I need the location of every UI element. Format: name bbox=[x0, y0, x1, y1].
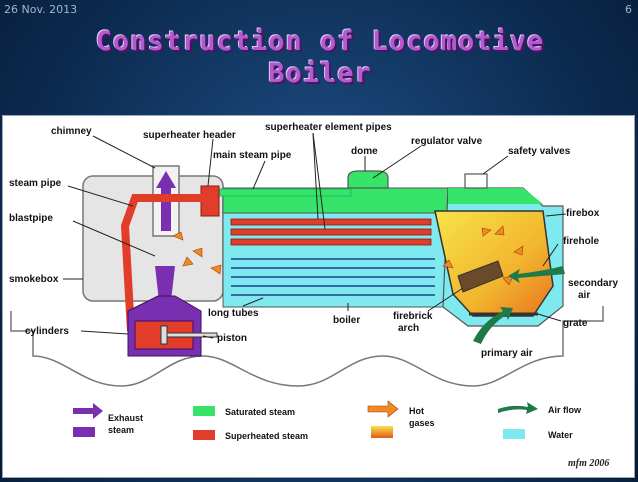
label-grate: grate bbox=[563, 318, 588, 329]
title-line-2: Boiler bbox=[268, 58, 372, 89]
superheater-element-1 bbox=[230, 218, 432, 226]
frame-outline bbox=[10, 306, 604, 387]
leader-lines bbox=[63, 132, 567, 339]
label-regulator-valve: regulator valve bbox=[411, 136, 483, 147]
safety-valves bbox=[464, 173, 488, 189]
title-line-1: Construction of Locomotive bbox=[95, 26, 545, 57]
label-smokebox: smokebox bbox=[9, 274, 59, 285]
label-cylinders: cylinders bbox=[25, 326, 69, 337]
label-long-tubes: long tubes bbox=[208, 308, 259, 319]
signature: mfm 2006 bbox=[568, 458, 609, 469]
legend-exhaust-steam-1: Exhaust bbox=[108, 413, 143, 423]
label-secondary-air-1: secondary bbox=[568, 278, 618, 289]
label-chimney: chimney bbox=[51, 126, 92, 137]
water-space bbox=[222, 212, 449, 308]
label-firehole: firehole bbox=[563, 236, 600, 247]
label-firebrick-arch-1: firebrick bbox=[393, 311, 433, 322]
legend-superheated-steam: Superheated steam bbox=[225, 431, 308, 441]
label-safety-valves: safety valves bbox=[508, 146, 571, 157]
label-boiler: boiler bbox=[333, 315, 360, 326]
superheater-element-3 bbox=[230, 238, 432, 246]
legend-hot-gas-swatch bbox=[371, 426, 393, 438]
legend-exhaust-arrow bbox=[73, 403, 103, 419]
legend-saturated-swatch bbox=[193, 406, 215, 416]
legend-exhaust-steam-2: steam bbox=[108, 425, 134, 435]
legend: Exhaust steam Saturated steam Superheate… bbox=[73, 400, 582, 441]
label-main-steam-pipe: main steam pipe bbox=[213, 150, 292, 161]
legend-saturated-steam: Saturated steam bbox=[225, 407, 295, 417]
superheater-header bbox=[200, 185, 220, 217]
label-primary-air: primary air bbox=[481, 348, 533, 359]
label-firebox: firebox bbox=[566, 208, 600, 219]
slide-number: 6 bbox=[625, 3, 632, 16]
label-piston: piston bbox=[217, 333, 247, 344]
label-superheater-element-pipes: superheater element pipes bbox=[265, 122, 392, 133]
main-steam-pipe bbox=[212, 188, 352, 197]
firebox-steam bbox=[448, 188, 543, 204]
legend-air-flow-arrow bbox=[498, 402, 538, 414]
primary-air-arrow bbox=[473, 307, 513, 344]
diagram-panel: chimney superheater header superheater e… bbox=[2, 115, 635, 478]
hot-gas-arrows bbox=[172, 225, 524, 286]
secondary-air-arrow bbox=[508, 266, 565, 283]
boiler-diagram: chimney superheater header superheater e… bbox=[9, 122, 618, 469]
label-dome: dome bbox=[351, 146, 378, 157]
blastpipe bbox=[155, 266, 175, 301]
piston-rod bbox=[166, 332, 218, 338]
legend-hot-gases-1: Hot bbox=[409, 406, 424, 416]
legend-hot-gases-2: gases bbox=[409, 418, 435, 428]
legend-water: Water bbox=[548, 430, 573, 440]
slide-date: 26 Nov. 2013 bbox=[4, 3, 78, 16]
legend-air-flow: Air flow bbox=[548, 405, 582, 415]
label-steam-pipe: steam pipe bbox=[9, 178, 62, 189]
piston bbox=[160, 325, 168, 345]
label-superheater-header: superheater header bbox=[143, 130, 236, 141]
dome bbox=[347, 170, 389, 189]
slide-title: Construction of Locomotive Boiler bbox=[40, 26, 600, 90]
label-secondary-air-2: air bbox=[578, 290, 590, 301]
legend-exhaust-swatch bbox=[73, 427, 95, 437]
label-firebrick-arch-2: arch bbox=[398, 323, 419, 334]
legend-water-swatch bbox=[503, 429, 525, 439]
firebrick-arch bbox=[457, 260, 504, 293]
steam-pipe bbox=[120, 194, 203, 332]
legend-superheated-swatch bbox=[193, 430, 215, 440]
label-blastpipe: blastpipe bbox=[9, 213, 53, 224]
legend-hot-gas-arrow bbox=[367, 400, 399, 418]
superheater-element-2 bbox=[230, 228, 432, 236]
